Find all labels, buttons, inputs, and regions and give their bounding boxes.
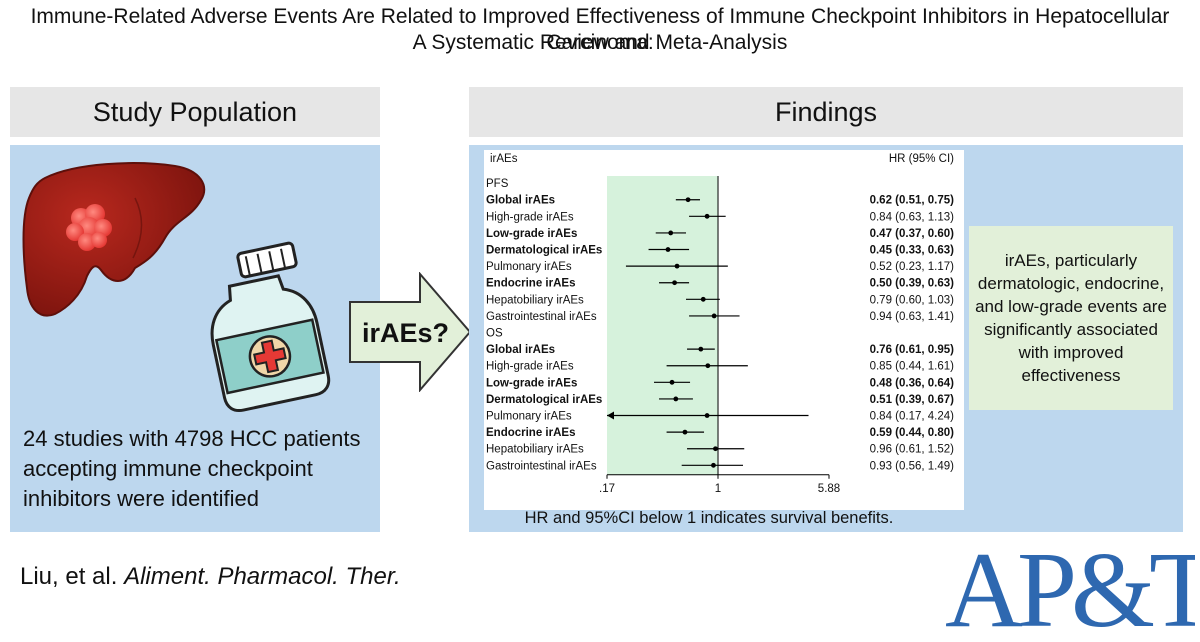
forest-group-label-os: OS xyxy=(486,328,503,340)
forest-row-label-pfs-pulmonary-iraes: Pulmonary irAEs xyxy=(486,261,572,273)
x-tick-label-p17: .17 xyxy=(599,483,615,495)
point-estimate-pfs-dermatological-iraes xyxy=(665,247,671,252)
point-estimate-pfs-global-iraes xyxy=(685,197,691,203)
forest-row-label-os-low-grade-iraes: Low-grade irAEs xyxy=(486,377,577,389)
forest-row-value-os-global-iraes: 0.76 (0.61, 0.95) xyxy=(870,344,955,356)
forest-row-value-os-pulmonary-iraes: 0.84 (0.17, 4.24) xyxy=(870,411,955,423)
point-estimate-os-dermatological-iraes xyxy=(673,396,679,402)
point-estimate-pfs-pulmonary-iraes xyxy=(674,263,680,269)
point-estimate-os-gastrointestinal-iraes xyxy=(711,462,716,468)
forest-row-label-pfs-high-grade-iraes: High-grade irAEs xyxy=(486,211,574,223)
point-estimate-pfs-hepatobiliary-iraes xyxy=(700,296,706,302)
conclusion-box: irAEs, particularly dermatologic, endocr… xyxy=(969,226,1173,410)
forest-row-value-os-dermatological-iraes: 0.51 (0.39, 0.67) xyxy=(870,394,955,406)
point-estimate-pfs-gastrointestinal-iraes xyxy=(711,313,717,319)
null-region-shading xyxy=(607,176,719,475)
point-estimate-os-low-grade-iraes xyxy=(669,379,675,385)
forest-plot: irAEs HR (95% CI) PFS Global irAEs 0.62 (0.5… xyxy=(484,150,964,510)
forest-row-label-pfs-low-grade-iraes: Low-grade irAEs xyxy=(486,228,577,240)
point-estimate-os-endocrine-iraes xyxy=(682,429,688,435)
findings-header-label: Findings xyxy=(774,96,878,127)
ci-arrow-os-pulmonary-iraes xyxy=(607,411,614,420)
x-tick-label-5p88: 5.88 xyxy=(818,483,840,495)
citation: Liu, et al. Aliment. Pharmacol. Ther. xyxy=(20,563,401,591)
forest-row-value-pfs-global-iraes: 0.62 (0.51, 0.75) xyxy=(870,195,955,207)
forest-row-value-pfs-dermatological-iraes: 0.45 (0.33, 0.63) xyxy=(870,245,955,257)
study-population-header: Study Population xyxy=(10,87,380,137)
forest-row-label-os-hepatobiliary-iraes: Hepatobiliary irAEs xyxy=(486,444,584,456)
citation-authors: Liu, et al. xyxy=(20,563,118,590)
point-estimate-os-hepatobiliary-iraes xyxy=(713,446,718,452)
conclusion-text: irAEs, particularly dermatologic, endocr… xyxy=(975,251,1167,385)
forest-row-label-os-pulmonary-iraes: Pulmonary irAEs xyxy=(486,411,572,423)
forest-row-value-pfs-hepatobiliary-iraes: 0.79 (0.60, 1.03) xyxy=(870,294,955,306)
forest-row-value-os-low-grade-iraes: 0.48 (0.36, 0.64) xyxy=(870,377,955,389)
forest-row-label-os-gastrointestinal-iraes: Gastrointestinal irAEs xyxy=(486,460,597,472)
forest-row-label-pfs-global-iraes: Global irAEs xyxy=(486,195,555,207)
forest-row-label-os-high-grade-iraes: High-grade irAEs xyxy=(486,361,574,373)
forest-row-label-pfs-hepatobiliary-iraes: Hepatobiliary irAEs xyxy=(486,294,584,306)
forest-row-label-os-endocrine-iraes: Endocrine irAEs xyxy=(486,427,575,439)
right-arrow-icon xyxy=(349,272,472,392)
forest-row-label-pfs-gastrointestinal-iraes: Gastrointestinal irAEs xyxy=(486,311,597,323)
x-tick-label-1: 1 xyxy=(715,483,721,495)
forest-row-label-os-dermatological-iraes: Dermatological irAEs xyxy=(486,394,602,406)
forest-row-value-pfs-pulmonary-iraes: 0.52 (0.23, 1.17) xyxy=(870,261,955,273)
forest-row-label-pfs-endocrine-iraes: Endocrine irAEs xyxy=(486,278,575,290)
title-line-1: Immune-Related Adverse Events Are Relate… xyxy=(30,5,1170,54)
forest-plot-svg: irAEs HR (95% CI) PFS Global irAEs 0.62 (0.5… xyxy=(486,153,955,495)
forest-row-value-pfs-high-grade-iraes: 0.84 (0.63, 1.13) xyxy=(870,211,955,223)
forest-row-value-os-endocrine-iraes: 0.59 (0.44, 0.80) xyxy=(870,427,955,439)
forest-header-effect: HR (95% CI) xyxy=(889,153,954,165)
point-estimate-os-high-grade-iraes xyxy=(705,363,711,369)
forest-plot-caption: HR and 95%CI below 1 indicates survival … xyxy=(524,509,894,527)
forest-row-value-pfs-low-grade-iraes: 0.47 (0.37, 0.60) xyxy=(870,228,955,240)
study-population-header-label: Study Population xyxy=(92,96,298,127)
findings-header: Findings xyxy=(469,87,1183,137)
forest-row-value-pfs-gastrointestinal-iraes: 0.94 (0.63, 1.41) xyxy=(870,311,955,323)
forest-header-label: irAEs xyxy=(490,153,518,165)
study-population-description: 24 studies with 4798 HCC patients accept… xyxy=(23,426,361,511)
forest-row-value-os-hepatobiliary-iraes: 0.96 (0.61, 1.52) xyxy=(870,444,955,456)
point-estimate-pfs-endocrine-iraes xyxy=(672,280,677,286)
forest-row-label-os-global-iraes: Global irAEs xyxy=(486,344,555,356)
point-estimate-pfs-low-grade-iraes xyxy=(668,230,674,236)
forest-row-label-pfs-dermatological-iraes: Dermatological irAEs xyxy=(486,245,602,257)
forest-row-value-os-gastrointestinal-iraes: 0.93 (0.56, 1.49) xyxy=(870,460,955,472)
point-estimate-os-pulmonary-iraes xyxy=(704,413,710,418)
point-estimate-os-global-iraes xyxy=(698,346,704,352)
title-line-2: A Systematic Review and Meta-Analysis xyxy=(412,31,788,54)
citation-journal: Aliment. Pharmacol. Ther. xyxy=(124,563,401,590)
liver-icon xyxy=(22,162,206,317)
forest-row-value-pfs-endocrine-iraes: 0.50 (0.39, 0.63) xyxy=(870,278,955,290)
journal-logo: AP&T xyxy=(945,535,1195,642)
point-estimate-pfs-high-grade-iraes xyxy=(704,213,710,219)
journal-logo-text: AP&T xyxy=(945,535,1195,642)
forest-group-label-pfs: PFS xyxy=(486,178,509,190)
medicine-bottle-icon xyxy=(210,241,331,413)
arrow-label: irAEs? xyxy=(362,318,450,348)
forest-row-value-os-high-grade-iraes: 0.85 (0.44, 1.61) xyxy=(870,361,955,373)
